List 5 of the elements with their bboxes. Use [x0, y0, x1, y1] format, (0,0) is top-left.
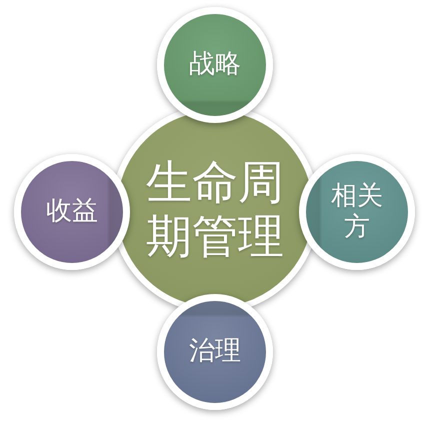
circle-label: 治理: [189, 336, 241, 368]
circle-label: 收益: [46, 196, 98, 228]
hub-title: 生命周期管理: [145, 154, 285, 264]
circle-label: 相关方: [330, 180, 384, 244]
circle-label: 战略: [189, 49, 241, 81]
